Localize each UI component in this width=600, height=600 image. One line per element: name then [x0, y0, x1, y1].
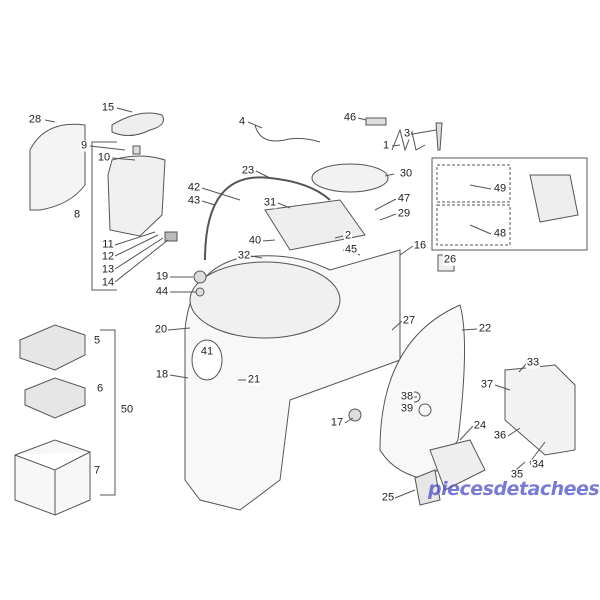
label-45: 45: [343, 243, 359, 256]
label-12: 12: [100, 250, 116, 263]
label-32: 32: [236, 249, 252, 262]
part-25-tray: [414, 469, 441, 506]
label-16: 16: [412, 239, 428, 252]
label-47: 47: [396, 192, 412, 205]
label-42: 42: [186, 181, 202, 194]
label-14: 14: [100, 276, 116, 289]
label-26: 26: [442, 253, 458, 266]
label-43: 43: [186, 194, 202, 207]
label-35: 35: [509, 468, 525, 481]
part-9-valve: [132, 145, 141, 155]
label-18: 18: [154, 368, 170, 381]
label-9: 9: [79, 139, 89, 152]
part-49-group: [436, 164, 511, 203]
label-24: 24: [472, 419, 488, 432]
label-36: 36: [492, 429, 508, 442]
label-37: 37: [479, 378, 495, 391]
part-39: [418, 403, 432, 417]
label-7: 7: [92, 464, 102, 477]
part-4-cable: [254, 124, 321, 143]
part-6-packing: [24, 377, 86, 419]
label-44: 44: [154, 285, 170, 298]
label-6: 6: [95, 382, 105, 395]
watermark: piecesdetacheeselec.com: [428, 478, 600, 500]
label-5: 5: [92, 334, 102, 347]
label-29: 29: [396, 207, 412, 220]
label-31: 31: [262, 196, 278, 209]
label-3: 3: [402, 127, 412, 140]
part-46: [365, 117, 387, 126]
label-17: 17: [329, 416, 345, 429]
label-2: 2: [343, 229, 353, 242]
label-25: 25: [380, 491, 396, 504]
part-7-box: [14, 439, 91, 516]
part-3-pin: [435, 122, 443, 151]
label-23: 23: [240, 164, 256, 177]
part-10-water-tank: [107, 155, 166, 237]
part-24-drawer: [429, 439, 486, 491]
part-14-clip: [164, 231, 178, 242]
part-37-panel: [504, 364, 576, 456]
part-44-knob: [195, 287, 205, 297]
part-17: [348, 408, 362, 422]
part-41: [191, 339, 223, 381]
label-34: 34: [530, 458, 546, 471]
label-10: 10: [96, 151, 112, 164]
part-49-board: [529, 174, 579, 223]
label-49: 49: [492, 182, 508, 195]
part-19-knob: [193, 270, 207, 284]
label-11: 11: [101, 238, 115, 251]
label-48: 48: [492, 227, 508, 240]
bracket-8: [91, 141, 117, 291]
part-48-group: [436, 204, 511, 246]
part-1-heat-sink: [391, 128, 426, 152]
part-31-board: [264, 199, 366, 251]
label-50: 50: [119, 403, 135, 416]
label-30: 30: [398, 167, 414, 180]
label-41: 41: [199, 345, 215, 358]
label-21: 21: [246, 373, 262, 386]
label-20: 20: [153, 323, 169, 336]
part-34-spring: [529, 441, 546, 463]
label-27: 27: [401, 314, 417, 327]
part-49-48-frame: [431, 157, 588, 251]
bracket-50: [100, 329, 116, 496]
label-4: 4: [237, 115, 247, 128]
part-28-side-panel: [29, 123, 86, 211]
label-8: 8: [72, 208, 82, 221]
label-13: 13: [100, 263, 116, 276]
part-30-cover: [311, 163, 389, 193]
label-15: 15: [100, 101, 116, 114]
part-23-frame: [204, 176, 331, 261]
part-22-front-shell: [379, 304, 466, 481]
label-33: 33: [525, 356, 541, 369]
part-5-packing: [19, 324, 86, 371]
label-22: 22: [477, 322, 493, 335]
part-drip-tray: [189, 261, 341, 339]
label-39: 39: [399, 402, 415, 415]
label-38: 38: [399, 390, 415, 403]
label-19: 19: [154, 270, 170, 283]
label-28: 28: [27, 113, 43, 126]
part-15-lid: [111, 112, 164, 136]
label-40: 40: [247, 234, 263, 247]
label-46: 46: [342, 111, 358, 124]
label-1: 1: [381, 139, 391, 152]
